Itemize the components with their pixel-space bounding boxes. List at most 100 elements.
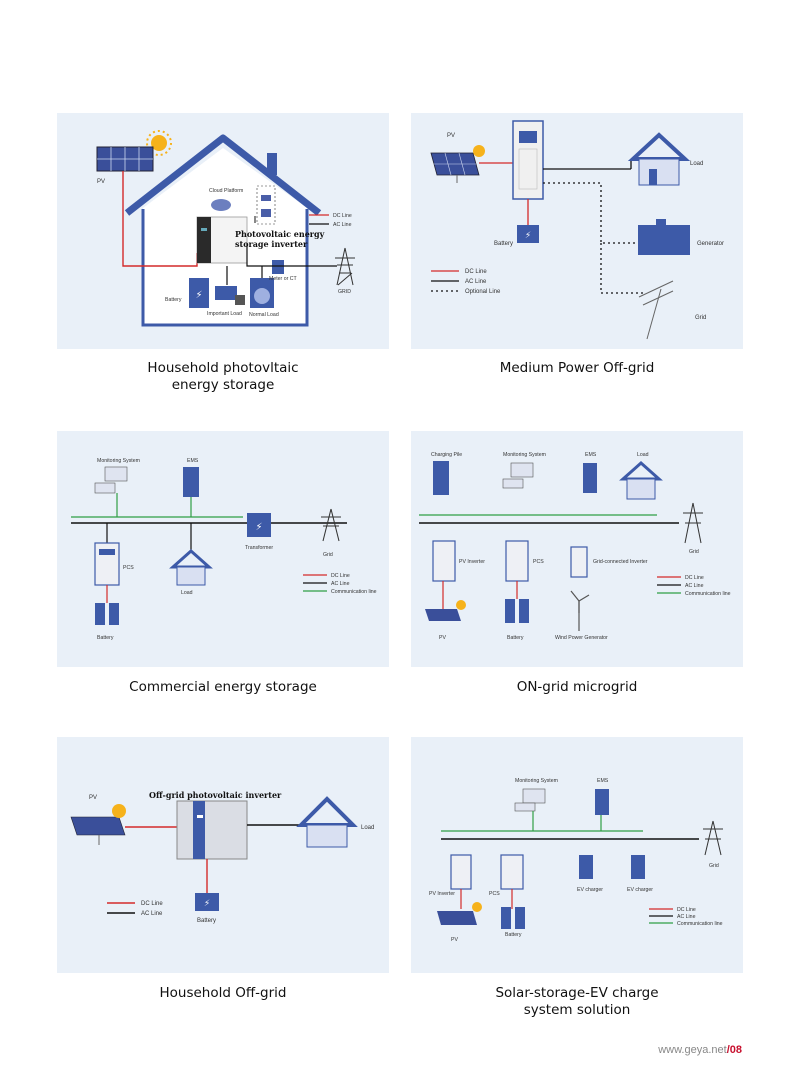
battery-label: Battery [507,635,524,641]
important-load-label: Important Load [207,311,242,317]
pv-label: PV [89,795,97,801]
charging-pile-icon [433,461,449,495]
solar-panel-icon [437,911,477,925]
legend-dc: DC Line [465,269,487,275]
caption-line-1: Household Off-grid [159,985,287,1001]
cloud-icon [211,199,231,211]
caption-line-1: Household photovltaic [147,360,299,376]
transformer-label: Transformer [245,545,273,551]
monitoring-label: Monitoring System [515,778,558,784]
page-number: 08 [729,1044,742,1056]
svg-text:⚡: ⚡ [255,522,262,533]
generator-label: Generator [697,241,724,247]
ems-icon [595,789,609,815]
site-link[interactable]: www.geya.net [658,1044,727,1056]
normal-load-label: Normal Load [249,312,279,318]
power-pylon-icon [335,247,355,286]
sun-icon [112,804,126,818]
pv-inverter-label: PV Inverter [429,891,455,897]
house-roof [124,134,322,216]
pcs-cabinet-icon [432,540,588,582]
inverter-label: Off-grid photovoltaic inverter [149,790,282,800]
inverter-icon [196,216,248,264]
caption-household-pv-storage: Household photovltaic energy storage [57,360,389,394]
grid-label: Grid [323,552,333,558]
diagram-medium-power-offgrid: PV Load ⚡ Battery Generator Grid DC Line… [411,113,743,349]
caption-line-2: system solution [523,1002,631,1018]
power-pylon-icon [321,508,341,542]
inverter-label-1: Photovoltaic energy [235,229,325,239]
load-label: Load [637,452,649,458]
monitoring-label: Monitoring System [503,452,546,458]
diagram-household-pv-storage: PV Photovoltaic energy storage inverter … [57,113,389,349]
monitor-icon [502,462,534,489]
load-label: Load [361,825,374,831]
legend-ac: AC Line [333,222,352,228]
diagram-solar-storage-ev: Monitoring System EMS Grid PV Inverter P… [411,737,743,973]
page-footer: www.geya.net/08 [658,1044,742,1056]
monitoring-label: Monitoring System [97,458,140,464]
legend-dc: DC Line [141,901,163,907]
legend-dc: DC Line [333,213,352,219]
grid-label: Grid [689,549,699,555]
pcs-cabinet-icon [94,542,120,586]
battery-icon: ⚡ [195,893,219,911]
caption-line-1: ON-grid microgrid [516,679,638,695]
battery-label: Battery [505,932,522,938]
load-label: Load [181,590,193,596]
house-icon [296,796,358,848]
battery-label: Battery [165,297,182,303]
washing-machine-icon [250,278,274,308]
pcs-label: PCS [123,565,134,571]
solar-panel-icon [430,152,480,183]
sun-icon [456,600,466,610]
power-pylon-icon [703,820,723,856]
house-icon [619,460,663,500]
inverter-cabinet-icon [512,120,544,200]
svg-text:⚡: ⚡ [204,899,210,909]
legend-optional: Optional Line [465,289,501,295]
diagram-commercial-storage: Monitoring System EMS ⚡ Transformer Grid… [57,431,389,667]
legend-comm: Communication line [331,589,377,595]
caption-medium-power-offgrid: Medium Power Off-grid [411,360,743,377]
legend-comm: Communication line [685,591,731,597]
sun-icon [473,145,485,157]
load-label: Load [690,161,703,167]
pv-label: PV [451,937,458,943]
ems-label: EMS [187,458,199,464]
monitor-icon [94,466,128,494]
page-separator: / [726,1044,730,1056]
svg-text:⚡: ⚡ [195,290,202,301]
caption-ongrid-microgrid: ON-grid microgrid [411,679,743,696]
legend-dc: DC Line [677,907,696,913]
legend-ac: AC Line [331,581,350,587]
ev-charger-icon [579,855,645,879]
diagram-household-offgrid: PV Off-grid photovoltaic inverter Load ⚡… [57,737,389,973]
ev-charger-2-label: EV charger [627,887,653,893]
caption-line-2: energy storage [171,377,275,393]
solar-panel-icon [96,146,154,172]
caption-solar-storage-ev: Solar-storage-EV charge system solution [411,985,743,1019]
pcs-cabinet-icon [450,854,524,890]
meter-label: Meter or CT [269,276,298,282]
battery-icon [95,603,119,625]
pcs-label: PCS [489,891,500,897]
battery-icon [505,599,529,623]
pv-label: PV [97,179,105,185]
pcs-label: PCS [533,559,544,565]
power-pylon-icon [683,502,703,544]
diagram-ongrid-microgrid: Charging Pile Monitoring System EMS Load… [411,431,743,667]
grid-label: Grid [709,863,719,869]
ems-icon [583,463,597,493]
battery-icon [501,907,525,929]
generator-icon [638,219,690,255]
inverter-icon [176,800,248,860]
house-icon [627,132,691,186]
power-pole-icon [638,280,674,340]
house-icon [169,548,213,586]
cloud-label: Cloud Platform [209,188,243,194]
sun-icon [146,130,172,156]
caption-household-offgrid: Household Off-grid [57,985,389,1002]
ems-label: EMS [597,778,609,784]
battery-label: Battery [97,635,114,641]
